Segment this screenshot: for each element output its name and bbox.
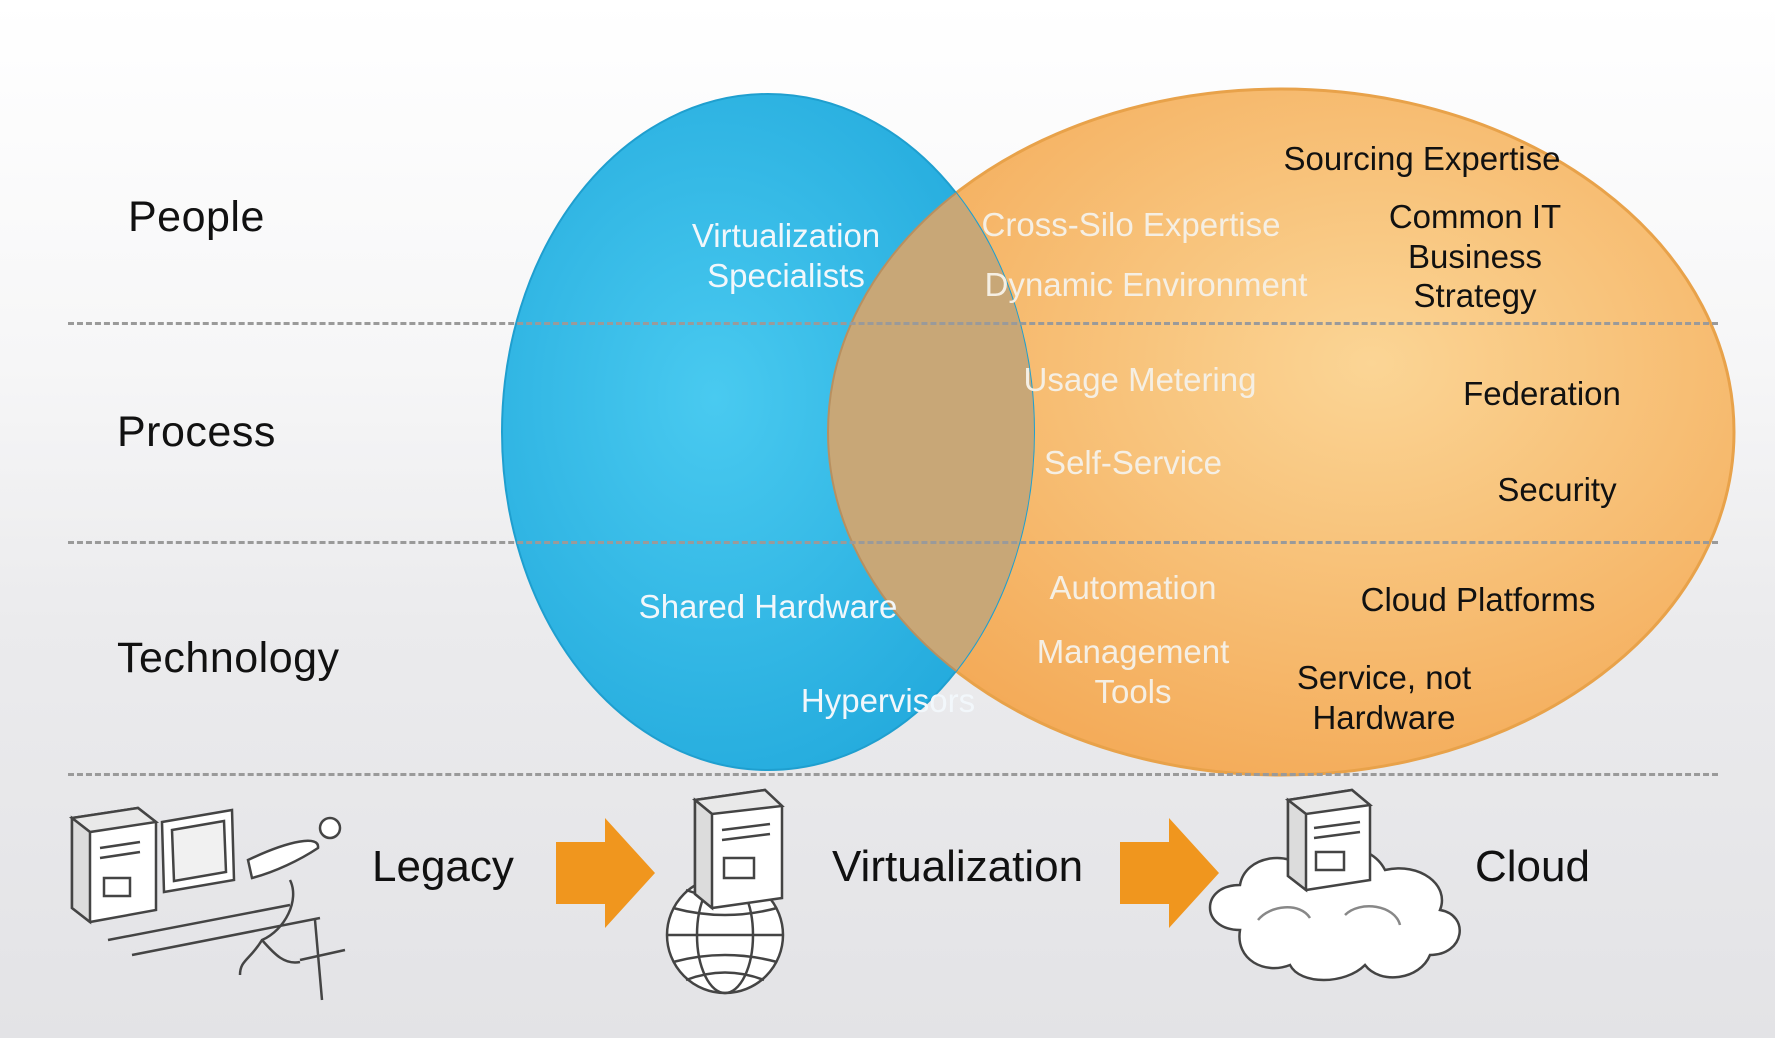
hypervisors-text: Hypervisors	[800, 682, 976, 719]
cross-silo-text: Cross-Silo Expertise	[981, 206, 1281, 243]
common-it-strategy-text: Common IT Business Strategy	[1389, 197, 1561, 316]
sourcing-expertise-text: Sourcing Expertise	[1283, 140, 1561, 177]
text-line: Hardware	[1312, 698, 1456, 736]
text-line: Strategy	[1413, 277, 1537, 315]
service-not-hardware-text: Service, not Hardware	[1297, 658, 1471, 737]
virtualization-people-text: Virtualization Specialists	[692, 216, 880, 295]
text-line: Virtualization	[691, 217, 881, 254]
text-line: Service, not	[1296, 659, 1472, 696]
self-service-text: Self-Service	[1044, 444, 1222, 481]
management-tools-text: Management Tools	[1037, 632, 1230, 711]
divider-process-technology	[68, 541, 1718, 544]
divider-technology-evolution	[68, 773, 1718, 776]
stage-label-legacy: Legacy	[372, 842, 514, 891]
text-line: Tools	[1094, 672, 1172, 710]
federation-text: Federation	[1463, 375, 1621, 412]
row-label-people: People	[128, 193, 265, 241]
text-line: Business	[1408, 237, 1542, 275]
text-line: Management	[1036, 633, 1230, 670]
usage-metering-text: Usage Metering	[1023, 361, 1257, 398]
cloud-platforms-text: Cloud Platforms	[1360, 581, 1596, 618]
divider-people-process	[68, 322, 1718, 325]
automation-text: Automation	[1049, 569, 1217, 606]
row-label-process: Process	[117, 408, 276, 456]
security-text: Security	[1497, 471, 1617, 508]
dynamic-environment-text: Dynamic Environment	[984, 266, 1308, 303]
shared-hardware-text: Shared Hardware	[638, 588, 898, 625]
stage-label-cloud: Cloud	[1475, 842, 1590, 891]
text-line: Specialists	[707, 256, 865, 294]
stage-label-virtualization: Virtualization	[832, 842, 1084, 891]
row-label-technology: Technology	[117, 634, 340, 682]
text-line: Common IT	[1388, 198, 1562, 235]
